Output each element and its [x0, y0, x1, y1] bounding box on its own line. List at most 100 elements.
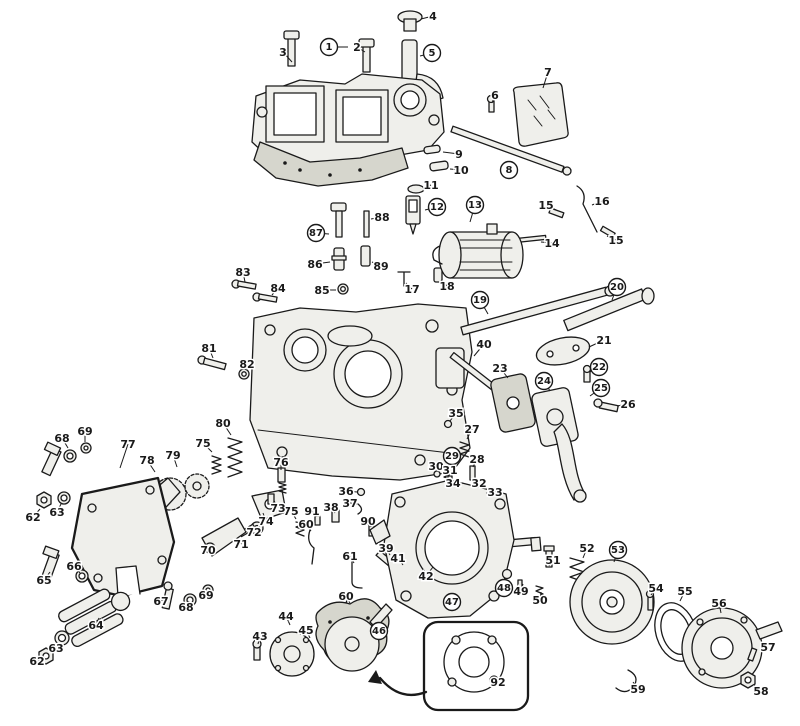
part-label: 72	[245, 525, 263, 541]
label-leader-line	[272, 501, 279, 509]
svg-text:51: 51	[545, 554, 560, 567]
float	[432, 223, 524, 279]
svg-text:47: 47	[445, 597, 459, 608]
label-leader-line	[420, 15, 434, 20]
label-leader-line	[449, 168, 462, 171]
part-label: 50	[531, 593, 550, 609]
svg-text:62: 62	[25, 511, 40, 524]
svg-text:41: 41	[390, 552, 405, 565]
svg-text:74: 74	[258, 515, 274, 528]
svg-text:17: 17	[404, 283, 419, 296]
label-leader-line	[591, 200, 603, 206]
part-label-circled: 22	[589, 357, 609, 377]
svg-text:37: 37	[342, 497, 357, 510]
part-label: 42	[417, 569, 435, 585]
svg-text:73: 73	[270, 502, 285, 515]
part-label: 63	[47, 641, 65, 657]
label-leader-line	[222, 422, 232, 436]
svg-text:88: 88	[374, 211, 389, 224]
part-label: 89	[372, 259, 390, 275]
top-cover-assembly	[251, 10, 445, 171]
svg-text:35: 35	[448, 407, 463, 420]
svg-text:20: 20	[610, 282, 624, 293]
svg-text:80: 80	[215, 417, 231, 430]
label-leader-line	[345, 595, 351, 604]
svg-text:44: 44	[278, 610, 294, 623]
label-leader-line	[491, 94, 496, 104]
label-leader-line	[257, 635, 261, 645]
label-leader-line	[290, 510, 297, 520]
svg-text:9: 9	[455, 148, 463, 161]
part-label: 3	[278, 45, 289, 61]
svg-text:89: 89	[373, 260, 388, 273]
label-leader-line	[311, 510, 317, 518]
secondary-diaphragm	[501, 545, 655, 645]
part-label: 15	[537, 198, 555, 214]
part-label-circled: 20	[607, 277, 627, 297]
part-label-circled: 8	[499, 160, 519, 180]
part-label: 73	[269, 501, 287, 517]
svg-text:91: 91	[304, 505, 319, 518]
part-label: 36	[337, 484, 356, 500]
pump-diaphragm-right	[490, 364, 619, 503]
svg-text:68: 68	[54, 432, 69, 445]
part-label: 16	[593, 194, 612, 210]
springs-left	[211, 437, 243, 478]
part-label: 34	[444, 476, 463, 492]
part-label: 92	[489, 675, 507, 691]
svg-text:52: 52	[579, 542, 594, 555]
part-label: 60	[297, 517, 316, 533]
idle-screws	[197, 279, 278, 380]
part-label: 9	[454, 147, 465, 163]
svg-text:78: 78	[139, 454, 154, 467]
part-label: 52	[578, 541, 596, 557]
label-leader-line	[472, 458, 478, 468]
part-label: 75	[194, 436, 212, 452]
part-label: 23	[491, 361, 509, 377]
svg-text:76: 76	[273, 456, 289, 469]
svg-text:82: 82	[239, 358, 254, 371]
svg-text:19: 19	[473, 295, 487, 306]
part-label: 58	[752, 684, 770, 700]
svg-text:67: 67	[153, 595, 168, 608]
label-leader-line	[753, 684, 762, 692]
label-leader-line	[449, 412, 457, 422]
svg-text:36: 36	[338, 485, 354, 498]
label-leader-line	[73, 565, 81, 574]
part-label: 40	[475, 337, 494, 353]
svg-text:70: 70	[200, 544, 216, 557]
part-label: 33	[486, 485, 504, 501]
part-label: 55	[676, 584, 694, 600]
label-leader-line	[385, 547, 391, 556]
part-label: 41	[389, 551, 407, 567]
part-label: 17	[403, 282, 421, 298]
svg-text:58: 58	[753, 685, 768, 698]
svg-text:31: 31	[442, 464, 457, 477]
svg-text:53: 53	[611, 545, 625, 556]
part-label: 88	[373, 210, 391, 226]
drive-part	[58, 588, 131, 648]
svg-text:84: 84	[270, 282, 286, 295]
label-leader-line	[442, 151, 460, 155]
label-leader-line	[345, 490, 358, 493]
svg-text:32: 32	[471, 477, 486, 490]
part-label: 75	[282, 504, 300, 520]
svg-text:79: 79	[165, 449, 180, 462]
part-label-circled: 25	[591, 378, 611, 398]
label-leader-line	[349, 502, 358, 505]
svg-text:40: 40	[476, 338, 492, 351]
part-label: 68	[53, 431, 71, 447]
label-leader-line	[370, 216, 383, 220]
callout-arrowhead	[368, 670, 382, 684]
label-leader-line	[397, 557, 404, 566]
part-label: 4	[428, 9, 439, 25]
svg-text:75: 75	[283, 505, 298, 518]
pump-cover-bottom	[252, 598, 393, 677]
svg-text:65: 65	[36, 574, 51, 587]
svg-text:13: 13	[468, 200, 482, 211]
svg-text:43: 43	[252, 630, 267, 643]
choke-cover-right	[615, 589, 783, 693]
label-leader-line	[539, 591, 542, 601]
label-leader-line	[240, 538, 247, 545]
